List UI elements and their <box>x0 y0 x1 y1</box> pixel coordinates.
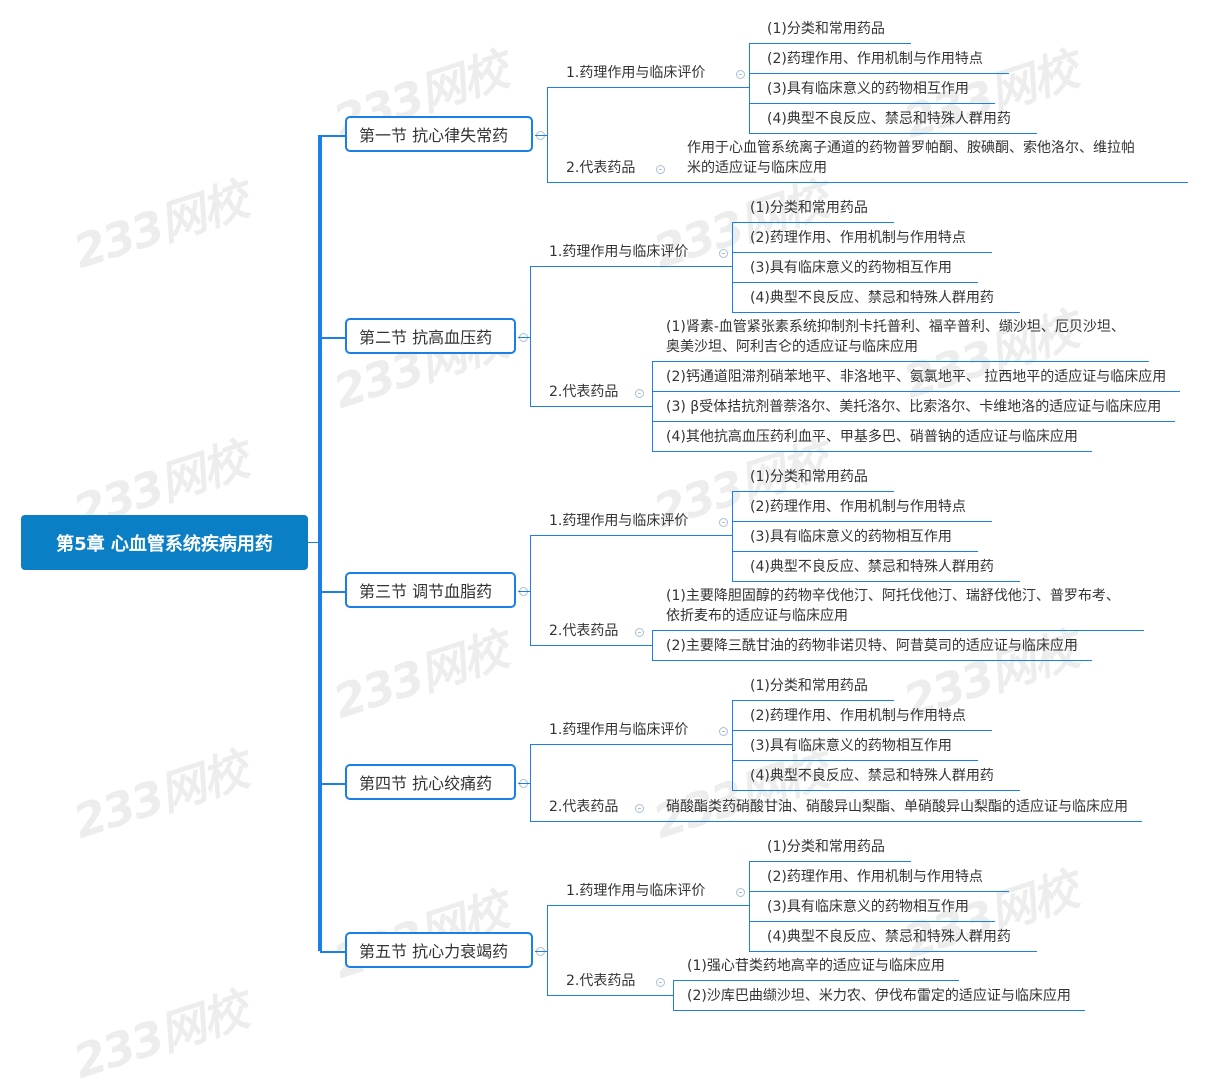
connector-line <box>320 135 345 137</box>
connector-line <box>749 44 750 134</box>
collapse-icon[interactable] <box>719 249 728 258</box>
collapse-icon[interactable] <box>736 888 745 897</box>
leaf-topic[interactable]: (3)具有临床意义的药物相互作用 <box>732 527 978 552</box>
subtopic-pharmacology[interactable]: 1.药理作用与临床评价 <box>547 59 749 88</box>
leaf-topic[interactable]: (1)主要降胆固醇的药物辛伐他汀、阿托伐他汀、瑞舒伐他汀、普罗布考、 依折麦布的… <box>652 586 1144 631</box>
leaf-topic[interactable]: (1)分类和常用药品 <box>732 467 894 492</box>
connector-line <box>652 631 653 661</box>
leaf-topic[interactable]: (4)典型不良反应、禁忌和特殊人群用药 <box>749 109 1037 134</box>
leaf-topic[interactable]: (3) β受体拮抗剂普萘洛尔、美托洛尔、比索洛尔、卡维地洛的适应证与临床应用 <box>652 397 1176 422</box>
leaf-topic[interactable]: (2)药理作用、作用机制与作用特点 <box>749 49 1009 74</box>
leaf-topic[interactable]: 硝酸酯类药硝酸甘油、硝酸异山梨酯、单硝酸异山梨酯的适应证与临床应用 <box>652 797 1142 822</box>
leaf-topic[interactable]: 作用于心血管系统离子通道的药物普罗帕酮、胺碘酮、索他洛尔、维拉帕 米的适应证与临… <box>673 138 1188 183</box>
leaf-topic[interactable]: (1)分类和常用药品 <box>749 19 911 44</box>
connector-line <box>518 783 530 784</box>
leaf-topic[interactable]: (2)药理作用、作用机制与作用特点 <box>749 867 1009 892</box>
connector-line <box>320 783 345 785</box>
leaf-topic[interactable]: (2)主要降三酰甘油的药物非诺贝特、阿昔莫司的适应证与临床应用 <box>652 636 1092 661</box>
connector-line <box>320 951 345 953</box>
leaf-topic[interactable]: (4)典型不良反应、禁忌和特殊人群用药 <box>732 288 1020 313</box>
connector-line <box>732 492 733 582</box>
collapse-icon[interactable] <box>635 804 644 813</box>
collapse-icon[interactable] <box>656 165 665 174</box>
leaf-topic[interactable]: (3)具有临床意义的药物相互作用 <box>749 79 995 104</box>
leaf-topic[interactable]: (1)分类和常用药品 <box>732 198 894 223</box>
connector-line <box>547 906 548 996</box>
connector-line <box>518 337 530 338</box>
leaf-topic[interactable]: (3)具有临床意义的药物相互作用 <box>749 897 995 922</box>
subtopic-pharmacology[interactable]: 1.药理作用与临床评价 <box>547 877 749 906</box>
leaf-topic[interactable]: (2)药理作用、作用机制与作用特点 <box>732 497 992 522</box>
connector-line <box>547 88 548 183</box>
section-node[interactable]: 第五节 抗心力衰竭药 <box>345 932 533 968</box>
section-node[interactable]: 第一节 抗心律失常药 <box>345 116 533 152</box>
connector-line <box>530 536 531 646</box>
collapse-icon[interactable] <box>719 518 728 527</box>
leaf-topic[interactable]: (3)具有临床意义的药物相互作用 <box>732 258 978 283</box>
subtopic-representative-drugs[interactable]: 2.代表药品 <box>530 617 652 646</box>
leaf-topic[interactable]: (4)典型不良反应、禁忌和特殊人群用药 <box>749 927 1037 952</box>
connector-line <box>530 267 531 407</box>
section-node[interactable]: 第三节 调节血脂药 <box>345 572 516 608</box>
connector-line <box>320 591 345 593</box>
leaf-topic[interactable]: (4)典型不良反应、禁忌和特殊人群用药 <box>732 557 1020 582</box>
connector-line <box>652 362 653 452</box>
connector-line <box>732 701 733 791</box>
subtopic-representative-drugs[interactable]: 2.代表药品 <box>547 154 673 183</box>
collapse-icon[interactable] <box>719 727 728 736</box>
subtopic-pharmacology[interactable]: 1.药理作用与临床评价 <box>530 238 732 267</box>
connector-line <box>308 542 320 543</box>
leaf-topic[interactable]: (4)典型不良反应、禁忌和特殊人群用药 <box>732 766 1020 791</box>
connector-line <box>535 951 547 952</box>
connector-line <box>732 223 733 313</box>
root-title: 第5章 心血管系统疾病用药 <box>56 533 273 555</box>
leaf-topic[interactable]: (2)沙库巴曲缬沙坦、米力农、伊伐布雷定的适应证与临床应用 <box>673 986 1085 1011</box>
watermark: 233网校 <box>66 982 253 1090</box>
leaf-topic[interactable]: (2)钙通道阻滞剂硝苯地平、非洛地平、氨氯地平、 拉西地平的适应证与临床应用 <box>652 367 1181 392</box>
subtopic-representative-drugs[interactable]: 2.代表药品 <box>547 967 673 996</box>
leaf-topic[interactable]: (1)分类和常用药品 <box>732 676 894 701</box>
collapse-icon[interactable] <box>736 70 745 79</box>
watermark: 233网校 <box>326 622 513 730</box>
subtopic-representative-drugs[interactable]: 2.代表药品 <box>530 793 652 822</box>
watermark: 233网校 <box>66 742 253 850</box>
leaf-topic[interactable]: (1)分类和常用药品 <box>749 837 911 862</box>
leaf-topic[interactable]: (1)强心苷类药地高辛的适应证与临床应用 <box>673 956 959 981</box>
subtopic-pharmacology[interactable]: 1.药理作用与临床评价 <box>530 716 732 745</box>
leaf-topic[interactable]: (3)具有临床意义的药物相互作用 <box>732 736 978 761</box>
leaf-topic[interactable]: (2)药理作用、作用机制与作用特点 <box>732 706 992 731</box>
subtopic-representative-drugs[interactable]: 2.代表药品 <box>530 378 652 407</box>
connector-line <box>320 337 345 339</box>
connector-line <box>318 135 322 951</box>
leaf-topic[interactable]: (4)其他抗高血压药利血平、甲基多巴、硝普钠的适应证与临床应用 <box>652 427 1092 452</box>
connector-line <box>673 981 674 1011</box>
root-node[interactable]: 第5章 心血管系统疾病用药 <box>21 515 308 570</box>
leaf-topic[interactable]: (1)肾素-血管紧张素系统抑制剂卡托普利、福辛普利、缬沙坦、厄贝沙坦、 奥美沙坦… <box>652 317 1149 362</box>
leaf-topic[interactable]: (2)药理作用、作用机制与作用特点 <box>732 228 992 253</box>
connector-line <box>749 862 750 952</box>
connector-line <box>530 745 531 822</box>
watermark: 233网校 <box>66 172 253 280</box>
section-node[interactable]: 第二节 抗高血压药 <box>345 318 516 354</box>
connector-line <box>535 135 547 136</box>
subtopic-pharmacology[interactable]: 1.药理作用与临床评价 <box>530 507 732 536</box>
collapse-icon[interactable] <box>656 978 665 987</box>
collapse-icon[interactable] <box>635 389 644 398</box>
collapse-icon[interactable] <box>635 628 644 637</box>
section-node[interactable]: 第四节 抗心绞痛药 <box>345 764 516 800</box>
connector-line <box>518 591 530 592</box>
